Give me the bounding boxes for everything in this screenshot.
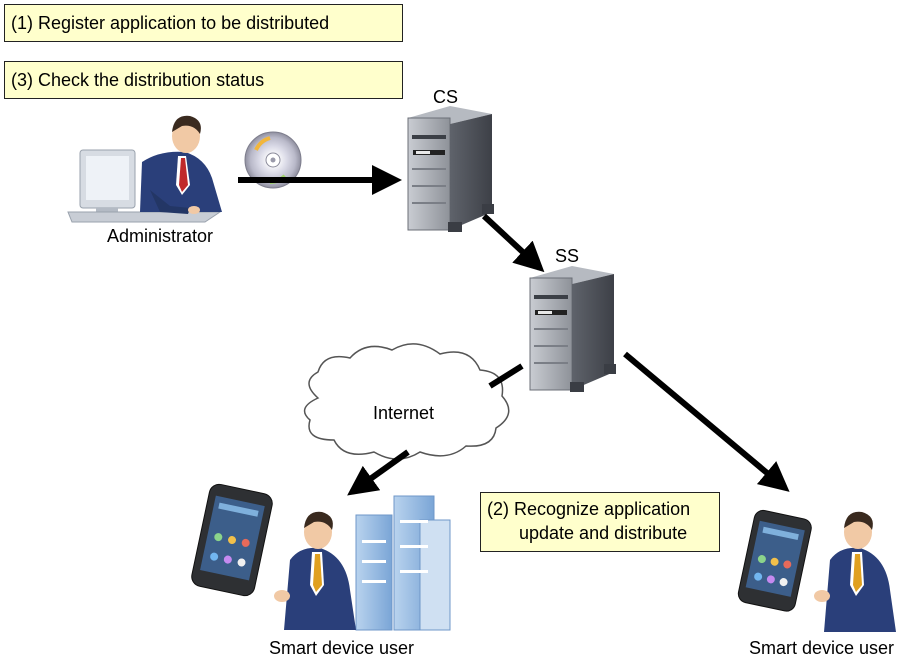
step-2-text-line2: update and distribute [519, 523, 688, 543]
administrator-label: Administrator [107, 226, 214, 246]
step-3-text: (3) Check the distribution status [11, 70, 265, 90]
step-2-text-line1: (2) Recognize application [487, 499, 691, 519]
smart-device-user-right-label: Smart device user [749, 638, 895, 658]
step-3-note: (3) Check the distribution status [4, 61, 403, 99]
step-2-note: (2) Recognize application update and dis… [480, 492, 720, 552]
smart-device-user-left-illustration [191, 483, 451, 631]
administrator-illustration [67, 115, 222, 223]
ss-server-illustration [529, 266, 616, 392]
cd-disc-icon [244, 131, 302, 189]
step-1-text: (1) Register application to be distribut… [11, 13, 330, 33]
arrow-cloud-to-user-left [347, 449, 410, 496]
internet-label: Internet [373, 403, 435, 423]
cs-server-illustration [407, 106, 494, 232]
smart-device-user-left-label: Smart device user [269, 638, 415, 658]
internet-cloud-icon [303, 343, 510, 460]
arrow-ss-to-user-right [623, 351, 790, 492]
arrow-ss-to-cloud [488, 363, 524, 389]
arrow-cs-to-ss [481, 213, 545, 273]
ss-label: SS [555, 246, 580, 266]
smart-device-user-right-illustration [737, 509, 896, 632]
cs-label: CS [433, 87, 459, 107]
step-1-note: (1) Register application to be distribut… [4, 4, 403, 42]
